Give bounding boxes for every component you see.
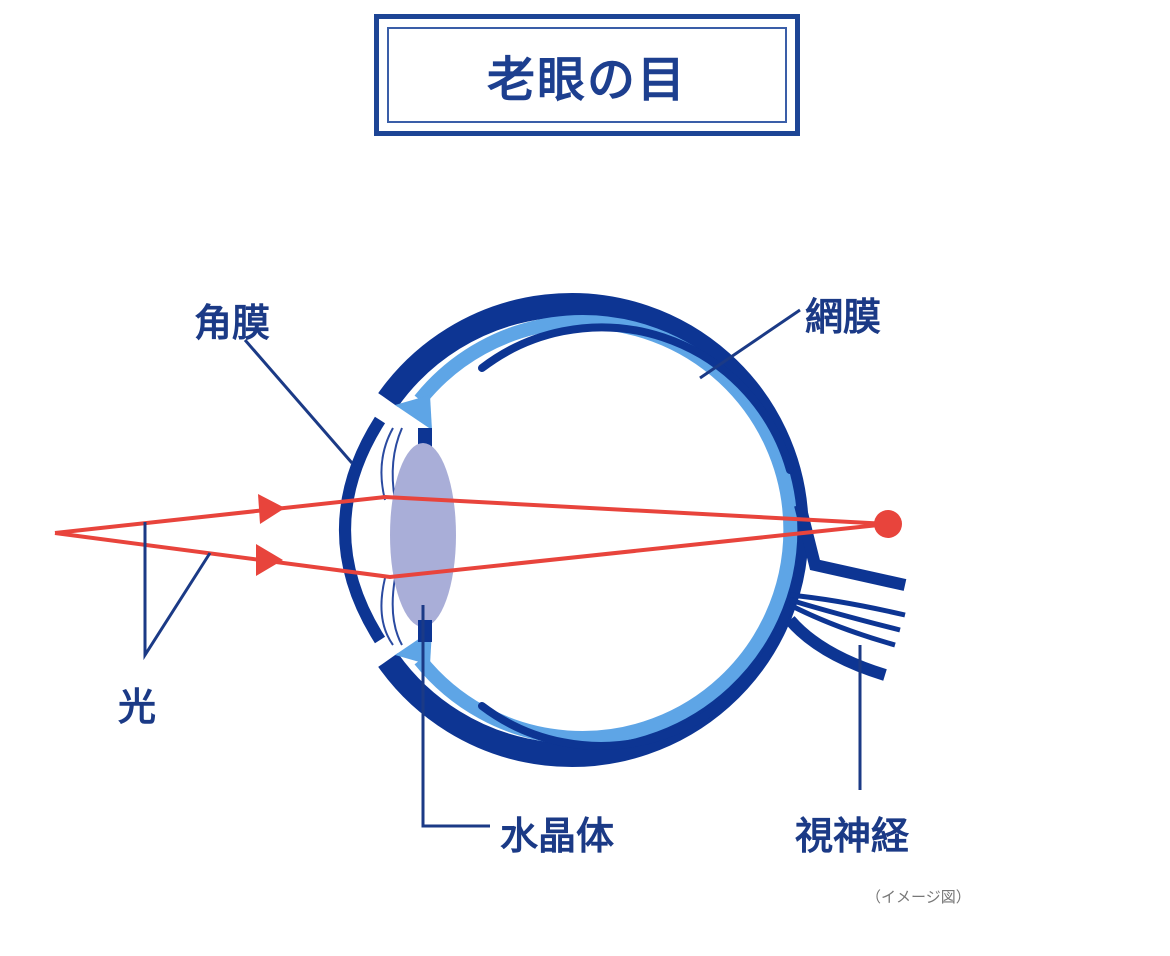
label-lens: 水晶体 [500, 814, 615, 858]
arrow-upper-icon [258, 494, 285, 524]
label-cornea: 角膜 [194, 301, 271, 345]
retina-upper [478, 323, 794, 474]
diagram-title: 老眼の目 [486, 52, 687, 108]
optic-nerve-upper [794, 503, 907, 591]
image-note: （イメージ図） [866, 888, 971, 906]
ciliary-upper [395, 395, 432, 430]
title-box: 老眼の目 [374, 14, 800, 136]
ray-lower [54, 522, 889, 580]
optic-nerve [785, 503, 907, 681]
nerve-fiber [789, 597, 901, 633]
label-optic-nerve: 視神経 [795, 814, 910, 858]
eyeball [378, 293, 809, 767]
light-rays [54, 494, 902, 580]
lens [390, 443, 456, 627]
iris-line [380, 577, 394, 646]
iris-line [380, 427, 394, 501]
nerve-fiber [789, 592, 906, 618]
arrow-lower-icon [256, 544, 283, 576]
light-leader [143, 522, 212, 661]
cornea-leader [243, 339, 354, 464]
retina-leader [699, 308, 801, 380]
iris-line [391, 577, 403, 646]
retina-lower [478, 596, 794, 750]
focal-point [874, 510, 902, 538]
choroid-arc [414, 315, 798, 745]
label-light: 光 [118, 685, 157, 729]
ray-upper [54, 494, 889, 535]
leader-lines [143, 308, 862, 828]
title-inner-frame: 老眼の目 [387, 27, 787, 123]
nerve-fiber [788, 602, 896, 648]
lens-suspensory-bottom [418, 620, 432, 642]
label-retina: 網膜 [805, 295, 882, 339]
cornea [339, 416, 386, 644]
optic-nerve-lower [785, 616, 887, 681]
lens-leader [421, 605, 490, 828]
